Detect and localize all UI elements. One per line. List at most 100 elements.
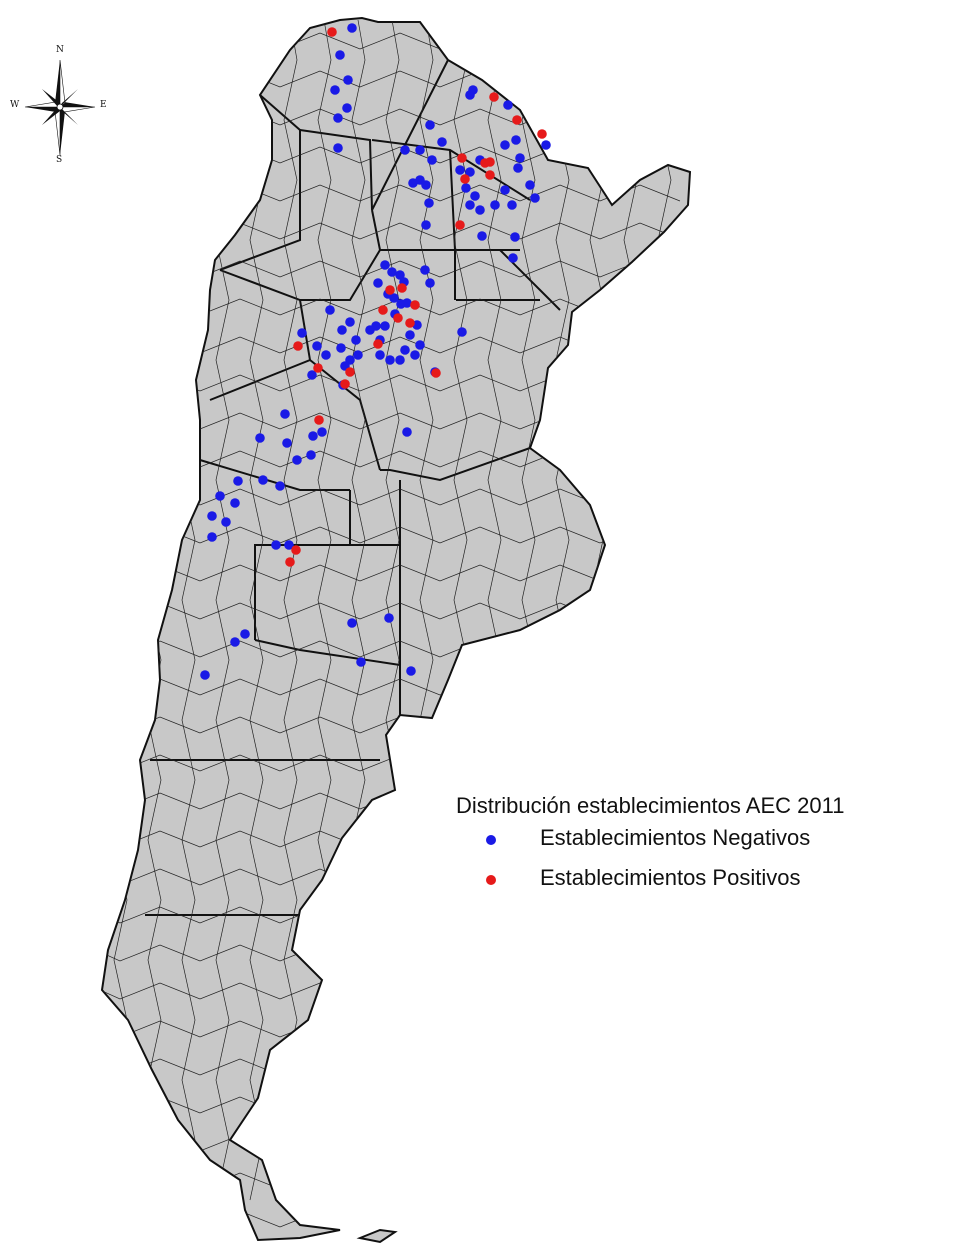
positive-establishment-point [410, 300, 420, 310]
map-legend: Distribución establecimientos AEC 2011 E… [456, 793, 844, 899]
province-border [199, 459, 350, 491]
negative-establishment-point [508, 253, 518, 263]
negative-establishment-point [230, 637, 240, 647]
negative-establishment-point [380, 260, 390, 270]
negative-establishment-point [541, 140, 551, 150]
positive-establishment-point [537, 129, 547, 139]
negative-establishment-point [470, 191, 480, 201]
negative-establishment-point [507, 200, 517, 210]
negative-establishment-point [402, 427, 412, 437]
negative-establishment-point [421, 220, 431, 230]
negative-establishment-point [477, 231, 487, 241]
negative-establishment-point [351, 335, 361, 345]
negative-establishment-point [347, 618, 357, 628]
negative-establishment-point [330, 85, 340, 95]
legend-item-positive: Establecimientos Positivos [456, 863, 844, 899]
positive-establishment-point [512, 115, 522, 125]
negative-establishment-point [395, 355, 405, 365]
negative-establishment-point [468, 85, 478, 95]
positive-establishment-point [314, 415, 324, 425]
negative-establishment-point [215, 491, 225, 501]
negative-establishment-point [284, 540, 294, 550]
negative-establishment-point [321, 350, 331, 360]
province-border [309, 359, 381, 471]
negative-establishment-point [200, 670, 210, 680]
negative-establishment-point [500, 140, 510, 150]
compass-west-label: W [10, 100, 20, 110]
negative-establishment-point [275, 481, 285, 491]
negative-establishment-point [207, 511, 217, 521]
positive-establishment-point [327, 27, 337, 37]
negative-establishment-point [461, 183, 471, 193]
negative-establishment-point [308, 431, 318, 441]
negative-establishment-point [421, 180, 431, 190]
negative-establishment-point [384, 613, 394, 623]
positive-establishment-point [291, 545, 301, 555]
negative-establishment-point [306, 450, 316, 460]
province-border [254, 490, 351, 640]
compass-rose: N S W E [10, 45, 110, 170]
negative-establishment-point [221, 517, 231, 527]
negative-establishment-point [337, 325, 347, 335]
negative-establishment-point [415, 145, 425, 155]
negative-establishment-point [475, 205, 485, 215]
compass-east-label: E [100, 100, 107, 110]
negative-establishment-point [317, 427, 327, 437]
negative-establishment-point [365, 325, 375, 335]
negative-establishment-point [333, 113, 343, 123]
negative-establishment-point [513, 163, 523, 173]
province-border [380, 447, 531, 482]
negative-establishment-point [345, 317, 355, 327]
positive-establishment-point [457, 153, 467, 163]
negative-establishment-point [424, 198, 434, 208]
negative-establishment-point [530, 193, 540, 203]
legend-title: Distribución establecimientos AEC 2011 [456, 793, 845, 818]
negative-establishment-point [373, 278, 383, 288]
negative-establishment-point [457, 327, 467, 337]
positive-establishment-point [293, 341, 303, 351]
positive-establishment-point [405, 318, 415, 328]
negative-establishment-point [437, 137, 447, 147]
negative-establishment-point [400, 345, 410, 355]
establishment-points [200, 23, 551, 680]
negative-establishment-point [500, 185, 510, 195]
negative-establishment-point [525, 180, 535, 190]
negative-establishment-point [307, 370, 317, 380]
positive-establishment-point [373, 339, 383, 349]
negative-establishment-point [255, 433, 265, 443]
negative-establishment-point [400, 145, 410, 155]
positive-establishment-point [455, 220, 465, 230]
negative-establishment-point [240, 629, 250, 639]
legend-label-negative: Establecimientos Negativos [540, 825, 811, 850]
negative-establishment-point [342, 103, 352, 113]
negative-establishment-point [515, 153, 525, 163]
province-border [371, 209, 456, 300]
blue-dot-icon [486, 835, 496, 845]
positive-establishment-point [397, 283, 407, 293]
negative-establishment-point [415, 340, 425, 350]
negative-establishment-point [465, 200, 475, 210]
negative-establishment-point [333, 143, 343, 153]
positive-establishment-point [485, 157, 495, 167]
positive-establishment-point [340, 379, 350, 389]
negative-establishment-point [356, 657, 366, 667]
negative-establishment-point [405, 330, 415, 340]
legend-label-positive: Establecimientos Positivos [540, 865, 801, 890]
negative-establishment-point [282, 438, 292, 448]
province-border [299, 59, 449, 211]
isla-de-los-estados [356, 1228, 398, 1244]
positive-establishment-point [431, 368, 441, 378]
compass-south-label: S [56, 155, 63, 165]
positive-establishment-point [345, 367, 355, 377]
negative-establishment-point [510, 232, 520, 242]
positive-establishment-point [313, 363, 323, 373]
negative-establishment-point [385, 355, 395, 365]
negative-establishment-point [375, 350, 385, 360]
negative-establishment-point [427, 155, 437, 165]
negative-establishment-point [511, 135, 521, 145]
negative-establishment-point [402, 298, 412, 308]
negative-establishment-point [455, 165, 465, 175]
positive-establishment-point [489, 92, 499, 102]
